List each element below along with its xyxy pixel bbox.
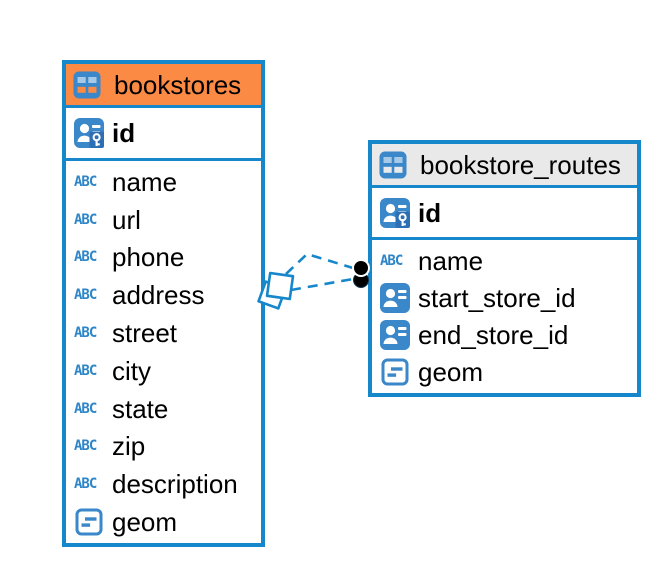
abc-icon: ABC [74,362,97,379]
header-divider [372,185,637,188]
column-name: city [112,355,151,386]
column-row-geom[interactable]: geom [66,505,261,539]
column-row-phone[interactable]: ABC phone [66,240,261,274]
column-row-geom[interactable]: geom [372,355,637,389]
column-row-url[interactable]: ABC url [66,203,261,237]
relationship-target-marker[interactable] [352,259,370,288]
pk-divider [66,158,261,161]
column-row-name[interactable]: ABC name [372,244,637,278]
column-name: address [112,280,205,311]
column-name: id [112,118,136,148]
table-icon [73,71,101,99]
column-row-description[interactable]: ABC description [66,467,261,501]
abc-icon: ABC [380,252,403,269]
column-name: url [112,204,141,235]
column-row-street[interactable]: ABC street [66,316,261,350]
column-row-end-store-id[interactable]: end_store_id [372,318,637,352]
column-row-city[interactable]: ABC city [66,354,261,388]
geometry-icon [380,357,410,387]
table-title: bookstore_routes [420,149,621,180]
table-bookstores[interactable]: bookstores id ABC name ABC url ABC phone… [62,60,265,547]
table-bookstore-routes-columns: ABC name start_store_id end_store_id geo… [372,240,637,393]
column-row-id[interactable]: id [372,188,637,237]
abc-icon: ABC [74,287,97,304]
table-bookstores-header[interactable]: bookstores [66,64,261,105]
abc-icon: ABC [74,249,97,266]
column-name: phone [112,242,185,273]
pk-divider [372,237,637,240]
person-key-icon [74,118,104,148]
column-row-id[interactable]: id [66,108,261,158]
column-name: geom [112,507,178,538]
column-name: id [418,197,442,228]
column-name: state [112,393,169,424]
column-row-name[interactable]: ABC name [66,165,261,199]
table-title: bookstores [114,69,242,100]
table-bookstore-routes-header[interactable]: bookstore_routes [372,144,637,185]
geometry-icon [74,507,104,537]
person-key-icon [380,198,410,228]
person-icon [380,283,410,313]
column-row-state[interactable]: ABC state [66,392,261,426]
column-name: start_store_id [418,282,576,313]
table-bookstore-routes[interactable]: bookstore_routes id ABC name start_store… [368,140,641,397]
column-name: description [112,469,238,500]
column-name: end_store_id [418,320,569,351]
column-row-address[interactable]: ABC address [66,278,261,312]
relationship-line-lower[interactable] [290,277,354,292]
column-name: name [418,245,484,276]
column-row-zip[interactable]: ABC zip [66,429,261,463]
abc-icon: ABC [74,476,97,493]
abc-icon: ABC [74,211,97,228]
table-bookstores-columns: ABC name ABC url ABC phone ABC address A… [66,161,261,543]
abc-icon: ABC [74,400,97,417]
relationship-line-upper[interactable] [285,252,354,275]
column-row-start-store-id[interactable]: start_store_id [372,281,637,315]
column-name: name [112,166,178,197]
abc-icon: ABC [74,438,97,455]
person-icon [380,320,410,350]
header-divider [66,105,261,108]
abc-icon: ABC [74,325,97,342]
abc-icon: ABC [74,173,97,190]
column-name: street [112,318,178,349]
column-name: geom [418,357,484,388]
column-name: zip [112,431,146,462]
table-icon [379,151,407,179]
